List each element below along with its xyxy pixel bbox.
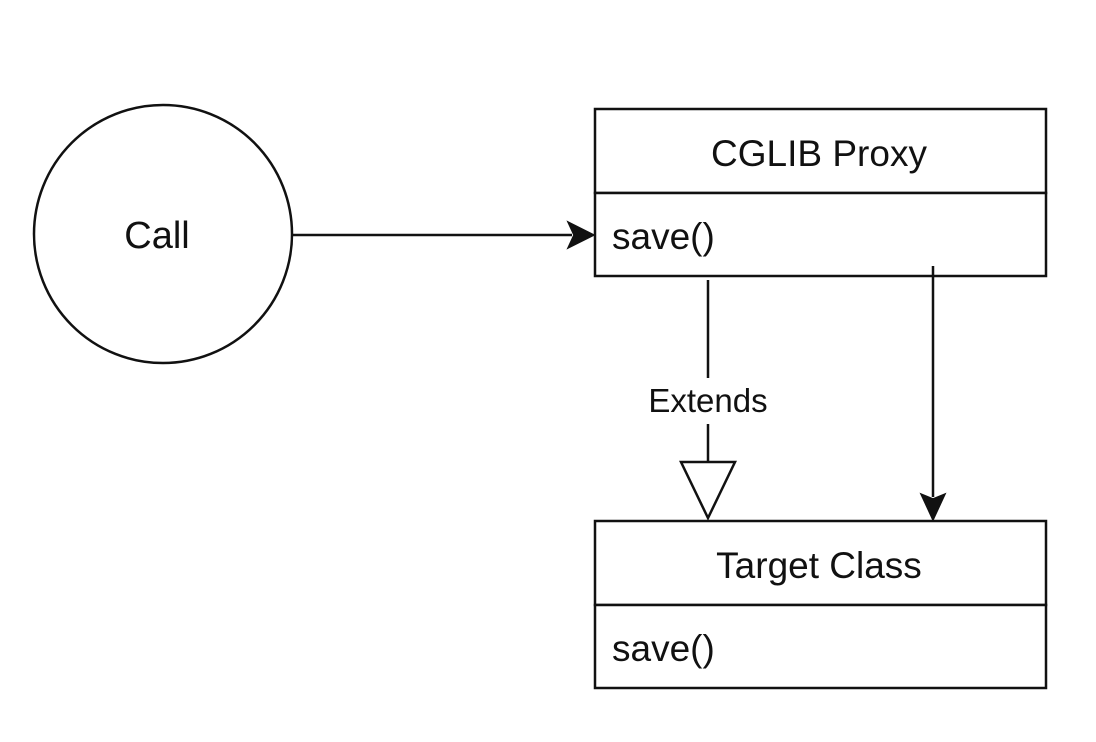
call-to-proxy-arrowhead [566, 220, 596, 250]
target-class-box[interactable]: Target Class save() [593, 519, 1048, 690]
target-class-method: save() [612, 628, 715, 669]
call-label: Call [124, 215, 189, 257]
extends-triangle-arrowhead [679, 460, 737, 521]
proxy-to-target-arrow [919, 266, 947, 522]
call-node[interactable]: Call [32, 103, 294, 365]
proxy-class-method-section [593, 191, 1048, 278]
target-class-method-section [593, 603, 1048, 690]
proxy-class-title: CGLIB Proxy [711, 133, 927, 174]
extends-edge: Extends [648, 280, 768, 521]
call-to-proxy-arrow [292, 220, 596, 250]
target-class-title: Target Class [716, 545, 922, 586]
proxy-to-target-arrowhead [919, 492, 947, 522]
proxy-class-box[interactable]: CGLIB Proxy save() [593, 107, 1048, 278]
proxy-class-method: save() [612, 216, 715, 257]
extends-label: Extends [648, 382, 767, 419]
